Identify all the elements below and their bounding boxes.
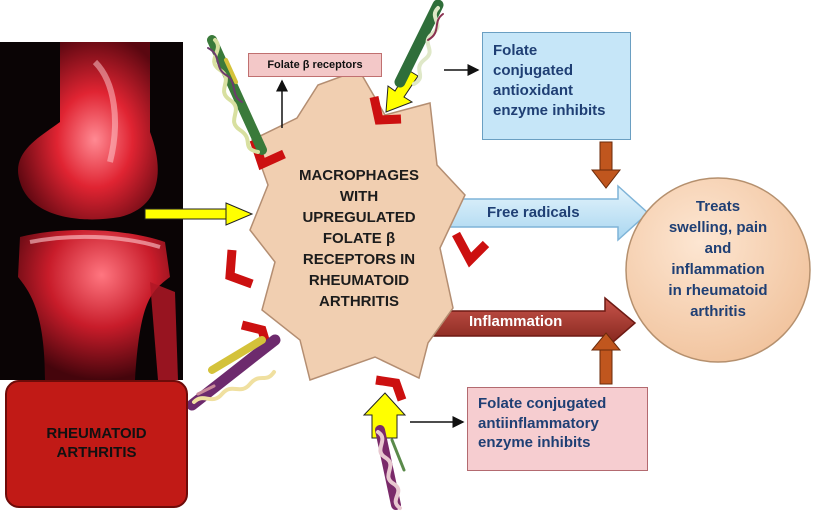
outcome-label: Treats swelling, pain and inflammation i…: [668, 198, 768, 320]
free-radicals-arrow: [444, 184, 650, 242]
folate-receptors-label: Folate β receptors: [248, 53, 382, 77]
rheumatoid-arthritis-box: RHEUMATOID ARTHRITIS: [5, 380, 188, 508]
connector-arrow-antioxidant: [590, 141, 622, 189]
free-radicals-label: Free radicals: [487, 204, 580, 221]
yellow-arrow-xray: [144, 202, 254, 226]
yellow-arrow-top: [385, 69, 419, 113]
antiinflammatory-box: Folate conjugated antiinflammatory enzym…: [467, 387, 648, 471]
inflammation-arrow: [429, 296, 637, 351]
chevron-bottom: [375, 375, 407, 402]
protein-structure-top-left: [207, 35, 267, 155]
antioxidant-box: Folate conjugated antioxidant enzyme inh…: [482, 32, 631, 140]
outcome-circle: [625, 177, 811, 363]
chevron-top-right: [369, 96, 402, 125]
macrophage-label: MACROPHAGES WITH UPREGULATED FOLATE β RE…: [298, 167, 419, 310]
protein-structure-top: [394, 0, 444, 88]
connector-arrow-antiinflammatory: [590, 332, 622, 385]
yellow-arrow-bottom: [362, 392, 407, 439]
chevron-left: [225, 249, 254, 289]
inflammation-label: Inflammation: [469, 313, 563, 330]
protein-structure-bottom-left: [186, 334, 281, 411]
protein-structure-bottom: [375, 425, 406, 510]
chevron-right: [452, 231, 490, 268]
